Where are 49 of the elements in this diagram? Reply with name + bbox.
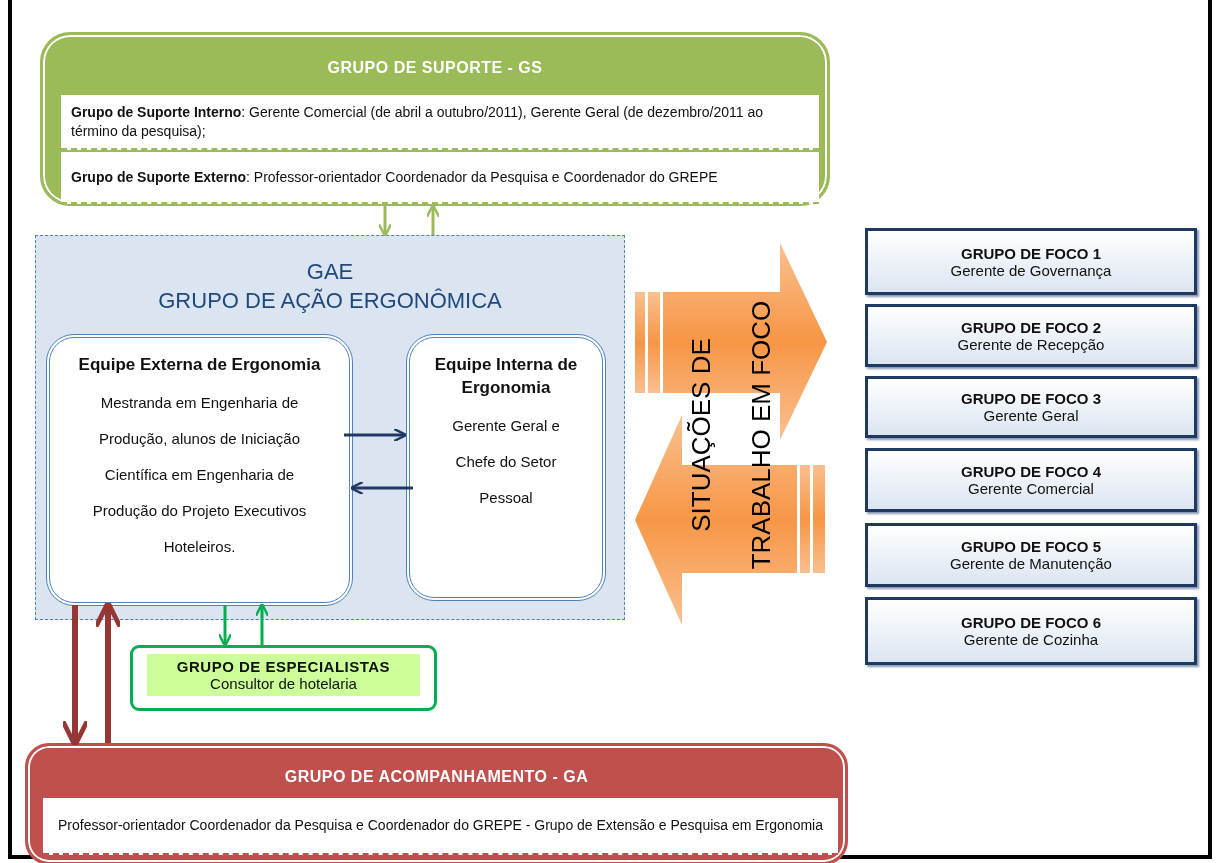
area-heading: GAE bbox=[306, 258, 354, 286]
team-heading: Equipe Interna de Ergonomia bbox=[433, 354, 579, 399]
box-heading: GRUPO DE FOCO 5 bbox=[961, 538, 1101, 555]
focus-group-box bbox=[865, 304, 1197, 367]
group-panel bbox=[40, 32, 830, 206]
description-text: Professor-orientador Coordenador da Pesquisa e Coordenador do GREPE - Grupo de Extensão e Pesquisa em Ergonomia bbox=[57, 816, 824, 835]
arrow bbox=[217, 605, 233, 648]
team-box bbox=[46, 334, 353, 606]
focus-group-box bbox=[865, 376, 1197, 438]
arrow bbox=[377, 206, 393, 238]
box-heading: GRUPO DE FOCO 2 bbox=[961, 318, 1101, 336]
area-heading: GRUPO DE AÇÃO ERGONÔMICA bbox=[158, 286, 502, 315]
text-panel bbox=[61, 95, 819, 150]
box-heading: GRUPO DE FOCO 1 bbox=[961, 244, 1101, 262]
arrow bbox=[425, 203, 441, 235]
arrow-label: SITUAÇÕES DE TRABALHO EM FOCO bbox=[685, 299, 777, 572]
panel-heading: GRUPO DE ACOMPANHAMENTO - GA bbox=[284, 768, 589, 786]
team-box bbox=[406, 334, 606, 601]
arrow bbox=[254, 602, 270, 645]
box-description: Gerente Geral bbox=[983, 407, 1079, 424]
arrow bbox=[60, 605, 90, 748]
description-text: Grupo de Suporte Externo: Professor-orientador Coordenador da Pesquisa e Coordenador do GREPE bbox=[71, 167, 719, 187]
group-area bbox=[35, 235, 625, 620]
box-heading: GRUPO DE FOCO 6 bbox=[961, 614, 1101, 631]
description-text: Grupo de Suporte Interno: Gerente Comercial (de abril a outubro/2011), Gerente Geral (de dezembro/2011 ao término da pesquisa); bbox=[71, 103, 764, 140]
focus-group-box bbox=[865, 523, 1197, 587]
box-description: Gerente de Governança bbox=[950, 261, 1112, 279]
group-box bbox=[130, 645, 437, 711]
team-description: Gerente Geral e Chefe do Setor Pessoal bbox=[451, 415, 561, 508]
focus-group-box bbox=[865, 228, 1197, 295]
team-heading: Equipe Externa de Ergonomia bbox=[78, 354, 321, 376]
arrow bbox=[344, 427, 408, 443]
panel-heading: GRUPO DE SUPORTE - GS bbox=[327, 59, 543, 77]
arrow bbox=[349, 480, 413, 496]
box-heading: GRUPO DE ESPECIALISTAS bbox=[176, 658, 391, 675]
box-description: Gerente de Recepção bbox=[957, 335, 1105, 353]
box-description: Consultor de hotelaria bbox=[210, 675, 357, 692]
text-panel bbox=[61, 152, 819, 204]
box-description: Gerente de Manutenção bbox=[950, 555, 1112, 572]
arrow bbox=[93, 600, 123, 743]
group-panel bbox=[25, 743, 848, 863]
box-heading: GRUPO DE FOCO 4 bbox=[961, 463, 1101, 480]
box-description: Gerente Comercial bbox=[968, 480, 1094, 497]
focus-group-box bbox=[865, 448, 1197, 512]
team-description: Mestranda em Engenharia de Produção, alunos de Iniciação Científica em Engenharia de Produção do Projeto Executivos Hoteleiros. bbox=[91, 392, 308, 557]
text-panel bbox=[43, 798, 838, 855]
focus-group-box bbox=[865, 597, 1197, 665]
box-heading: GRUPO DE FOCO 3 bbox=[961, 390, 1101, 407]
box-description: Gerente de Cozinha bbox=[963, 631, 1099, 648]
